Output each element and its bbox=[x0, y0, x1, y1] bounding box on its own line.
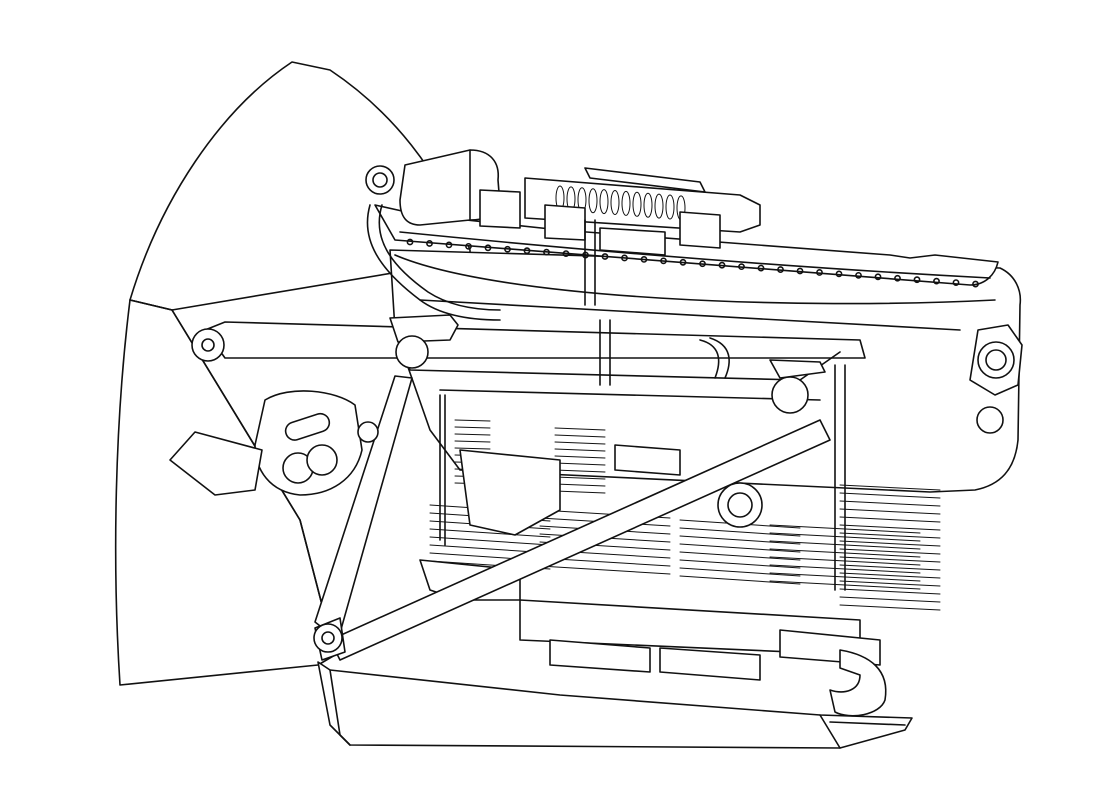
fin-line bbox=[554, 427, 606, 431]
oil-pan bbox=[317, 661, 913, 749]
cover-bolt bbox=[640, 255, 648, 263]
cover-bolt bbox=[972, 280, 979, 288]
cover-bolt bbox=[718, 261, 726, 269]
fin-line bbox=[839, 580, 941, 587]
fin-line bbox=[839, 588, 941, 595]
cover-bolt bbox=[543, 248, 550, 256]
right-flange bbox=[969, 324, 1023, 434]
fin-line bbox=[839, 532, 941, 539]
fin-line bbox=[539, 565, 671, 575]
cover-bolt bbox=[562, 250, 570, 257]
cover-bolt bbox=[874, 273, 882, 281]
cover-bolt bbox=[523, 247, 531, 255]
air-filter-housing bbox=[169, 390, 379, 496]
cover-bolt bbox=[445, 241, 453, 249]
cover-bolt bbox=[426, 240, 433, 247]
cover-bolt bbox=[777, 266, 784, 273]
fin-line bbox=[839, 508, 941, 515]
cover-bolt bbox=[699, 260, 706, 268]
cover-bolt bbox=[601, 253, 609, 260]
spring-coil bbox=[654, 193, 664, 219]
fin-line bbox=[454, 447, 491, 450]
cover-bolt bbox=[816, 269, 823, 276]
cover-bolt bbox=[484, 244, 492, 252]
cover-bolt bbox=[406, 238, 414, 246]
cover-bolt bbox=[933, 277, 940, 285]
fin-line bbox=[839, 604, 941, 611]
carburetor bbox=[459, 444, 763, 536]
cover-bolt bbox=[913, 276, 921, 284]
oil-line bbox=[366, 204, 501, 321]
fin-line bbox=[429, 528, 551, 538]
cover-bolt bbox=[621, 254, 628, 262]
fin-line bbox=[839, 484, 941, 491]
cover-bolt bbox=[504, 245, 511, 253]
cover-bolt bbox=[855, 271, 862, 279]
fin-line bbox=[454, 419, 491, 422]
cover-bolt bbox=[894, 274, 901, 282]
fin-line bbox=[679, 567, 801, 577]
cover-bolt bbox=[465, 242, 472, 250]
spring-coil bbox=[665, 194, 675, 220]
fin-line bbox=[839, 516, 941, 523]
fin-line bbox=[839, 596, 941, 603]
spring-coil bbox=[621, 190, 631, 216]
spring-assembly bbox=[479, 167, 761, 256]
fin-line bbox=[454, 440, 491, 443]
fin-line bbox=[679, 543, 801, 553]
fin-line bbox=[839, 556, 941, 563]
rocker-cover-bolts bbox=[406, 238, 979, 288]
spring-coil bbox=[588, 188, 598, 214]
cover-bolt bbox=[835, 270, 843, 278]
fin-line bbox=[839, 564, 941, 571]
fin-line bbox=[554, 462, 606, 466]
spring-coil bbox=[632, 191, 642, 217]
cover-bolt bbox=[796, 267, 804, 275]
fin-line bbox=[679, 575, 801, 585]
fin-line bbox=[839, 540, 941, 547]
fin-line bbox=[679, 527, 801, 537]
spring-coil bbox=[599, 189, 609, 215]
mount-frame bbox=[191, 321, 866, 661]
cover-bolt bbox=[679, 258, 687, 266]
fin-line bbox=[554, 476, 606, 480]
fin-line bbox=[554, 483, 606, 487]
fin-line bbox=[554, 469, 606, 473]
fin-line bbox=[839, 548, 941, 555]
cover-bolt bbox=[738, 263, 745, 271]
fin-line bbox=[554, 455, 606, 459]
fin-line bbox=[554, 434, 606, 438]
cover-bolt bbox=[757, 264, 765, 272]
intake-ports bbox=[389, 314, 826, 414]
fin-line bbox=[554, 441, 606, 445]
fin-line bbox=[554, 490, 606, 494]
cover-bolt bbox=[952, 279, 960, 286]
crankcase bbox=[389, 249, 1022, 493]
fin-line bbox=[679, 535, 801, 545]
fin-line bbox=[839, 524, 941, 531]
spring-coil bbox=[643, 192, 653, 218]
fin-line bbox=[839, 500, 941, 507]
fin-line bbox=[839, 492, 941, 499]
fin-line bbox=[454, 433, 491, 436]
spring-coil bbox=[610, 190, 620, 215]
fin-line bbox=[554, 448, 606, 452]
fin-line bbox=[429, 536, 551, 546]
cover-bolt bbox=[660, 257, 667, 265]
fin-line bbox=[454, 426, 491, 429]
fin-line bbox=[839, 572, 941, 579]
fin-line bbox=[679, 559, 801, 569]
fin-line bbox=[679, 551, 801, 561]
